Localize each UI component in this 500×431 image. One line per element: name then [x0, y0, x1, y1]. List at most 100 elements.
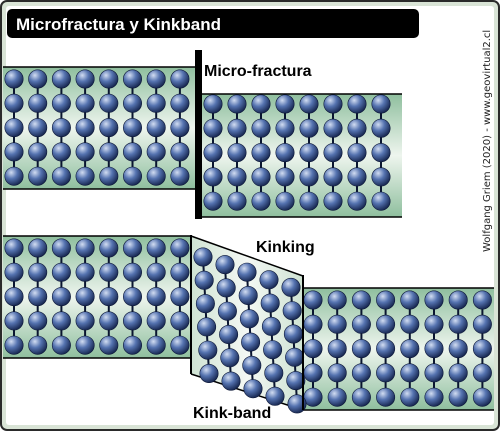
atom-sphere-icon	[448, 387, 468, 407]
atom-sphere-icon	[424, 387, 444, 407]
atom-sphere-icon	[146, 238, 166, 258]
atom-sphere-icon	[219, 324, 239, 344]
atom-sphere-icon	[203, 94, 223, 114]
atom-sphere-icon	[448, 314, 468, 334]
atom-sphere-icon	[251, 118, 271, 138]
atom-sphere-icon	[347, 167, 367, 187]
atom-sphere-icon	[146, 311, 166, 331]
atom-sphere-icon	[283, 324, 303, 344]
atom-sphere-icon	[99, 118, 119, 138]
atom-sphere-icon	[123, 69, 143, 89]
atom-sphere-icon	[99, 93, 119, 113]
crystal-bands	[3, 66, 494, 414]
atom-sphere-icon	[123, 262, 143, 282]
atom-sphere-icon	[75, 166, 95, 186]
atom-sphere-icon	[195, 294, 215, 314]
atom-sphere-icon	[28, 142, 48, 162]
atom-sphere-icon	[51, 335, 71, 355]
atom-sphere-icon	[99, 69, 119, 89]
atom-sphere-icon	[242, 355, 262, 375]
atom-sphere-icon	[51, 238, 71, 258]
atom-sphere-icon	[347, 191, 367, 211]
atom-sphere-icon	[75, 335, 95, 355]
atom-sphere-icon	[221, 371, 241, 391]
atom-sphere-icon	[28, 287, 48, 307]
atom-sphere-icon	[51, 142, 71, 162]
atom-sphere-icon	[251, 167, 271, 187]
atom-sphere-icon	[351, 314, 371, 334]
atom-sphere-icon	[448, 290, 468, 310]
atom-sphere-icon	[227, 191, 247, 211]
atom-sphere-icon	[4, 166, 24, 186]
atom-sphere-icon	[203, 191, 223, 211]
atom-sphere-icon	[28, 93, 48, 113]
atom-sphere-icon	[243, 379, 263, 399]
atom-sphere-icon	[371, 167, 391, 187]
atom-sphere-icon	[227, 167, 247, 187]
atom-sphere-icon	[4, 69, 24, 89]
atom-sphere-icon	[217, 301, 237, 321]
atom-sphere-icon	[28, 335, 48, 355]
atom-sphere-icon	[472, 339, 492, 359]
atom-sphere-icon	[4, 118, 24, 138]
atom-sphere-icon	[170, 335, 190, 355]
atom-sphere-icon	[4, 238, 24, 258]
atom-sphere-icon	[327, 339, 347, 359]
block-top-left	[3, 66, 195, 190]
atom-sphere-icon	[146, 335, 166, 355]
atom-sphere-icon	[227, 143, 247, 163]
atom-sphere-icon	[424, 290, 444, 310]
atom-sphere-icon	[51, 311, 71, 331]
atom-sphere-icon	[123, 93, 143, 113]
atom-sphere-icon	[323, 191, 343, 211]
atom-sphere-icon	[371, 191, 391, 211]
atom-sphere-icon	[303, 290, 323, 310]
atom-sphere-icon	[472, 387, 492, 407]
atom-sphere-icon	[51, 118, 71, 138]
atom-sphere-icon	[123, 335, 143, 355]
atom-sphere-icon	[51, 262, 71, 282]
atom-sphere-icon	[170, 69, 190, 89]
atom-sphere-icon	[4, 287, 24, 307]
atom-sphere-icon	[239, 309, 259, 329]
atom-sphere-icon	[146, 287, 166, 307]
atom-sphere-icon	[260, 293, 280, 313]
atom-sphere-icon	[275, 94, 295, 114]
atom-sphere-icon	[99, 311, 119, 331]
atom-sphere-icon	[299, 143, 319, 163]
atom-sphere-icon	[347, 118, 367, 138]
atom-sphere-icon	[170, 287, 190, 307]
atom-sphere-icon	[299, 167, 319, 187]
atom-sphere-icon	[303, 314, 323, 334]
kink-edge-top	[190, 235, 304, 277]
atom-sphere-icon	[203, 143, 223, 163]
atom-sphere-icon	[241, 332, 261, 352]
atom-sphere-icon	[327, 387, 347, 407]
atom-sphere-icon	[351, 290, 371, 310]
atom-sphere-icon	[75, 93, 95, 113]
atom-sphere-icon	[448, 363, 468, 383]
kink-band	[190, 235, 307, 414]
label-kinkband: Kink-band	[193, 405, 271, 422]
atom-sphere-icon	[51, 287, 71, 307]
atom-sphere-icon	[264, 363, 284, 383]
atom-sphere-icon	[4, 335, 24, 355]
atom-sphere-icon	[146, 69, 166, 89]
atom-sphere-icon	[203, 167, 223, 187]
atom-sphere-icon	[400, 314, 420, 334]
atom-sphere-icon	[123, 311, 143, 331]
atom-sphere-icon	[227, 94, 247, 114]
atom-sphere-icon	[281, 277, 301, 297]
atom-sphere-icon	[146, 166, 166, 186]
atom-sphere-icon	[323, 143, 343, 163]
atom-sphere-icon	[28, 69, 48, 89]
diagram-title: Microfractura y Kinkband	[16, 15, 221, 34]
atom-sphere-icon	[351, 387, 371, 407]
atom-sphere-icon	[203, 118, 223, 138]
atom-sphere-icon	[123, 238, 143, 258]
atom-sphere-icon	[146, 118, 166, 138]
atom-sphere-icon	[400, 387, 420, 407]
atom-sphere-icon	[99, 238, 119, 258]
atom-sphere-icon	[265, 386, 285, 406]
atom-sphere-icon	[282, 301, 302, 321]
